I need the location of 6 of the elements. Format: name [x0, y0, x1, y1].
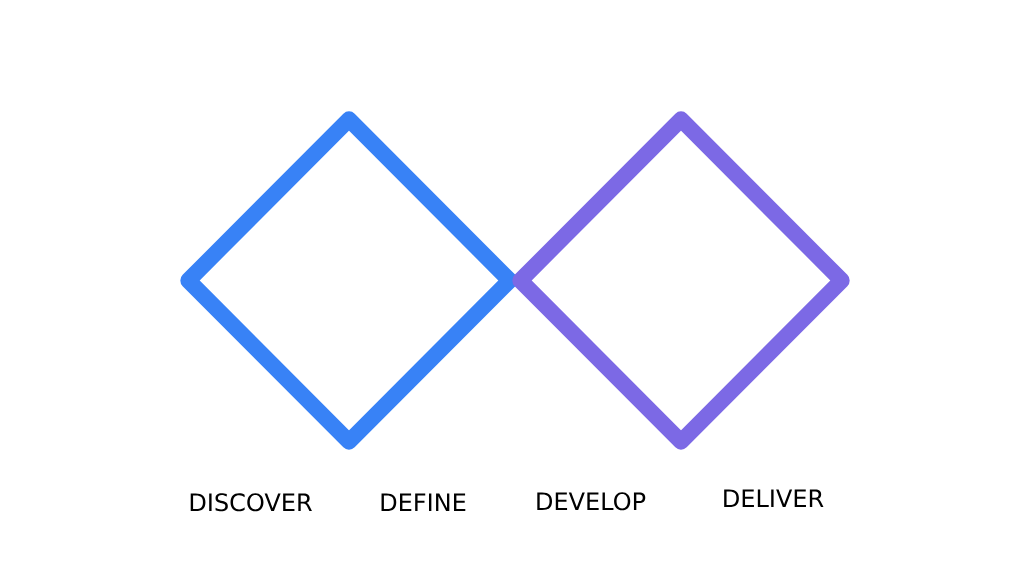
- stage-label: DELIVER: [724, 489, 824, 507]
- stage-label: DEVELOP: [537, 492, 646, 511]
- stage-label: DEFINE: [381, 493, 466, 511]
- diamond-outline: [512, 111, 850, 450]
- stage-label: DISCOVER: [190, 493, 312, 512]
- diamond-outline: [180, 111, 518, 450]
